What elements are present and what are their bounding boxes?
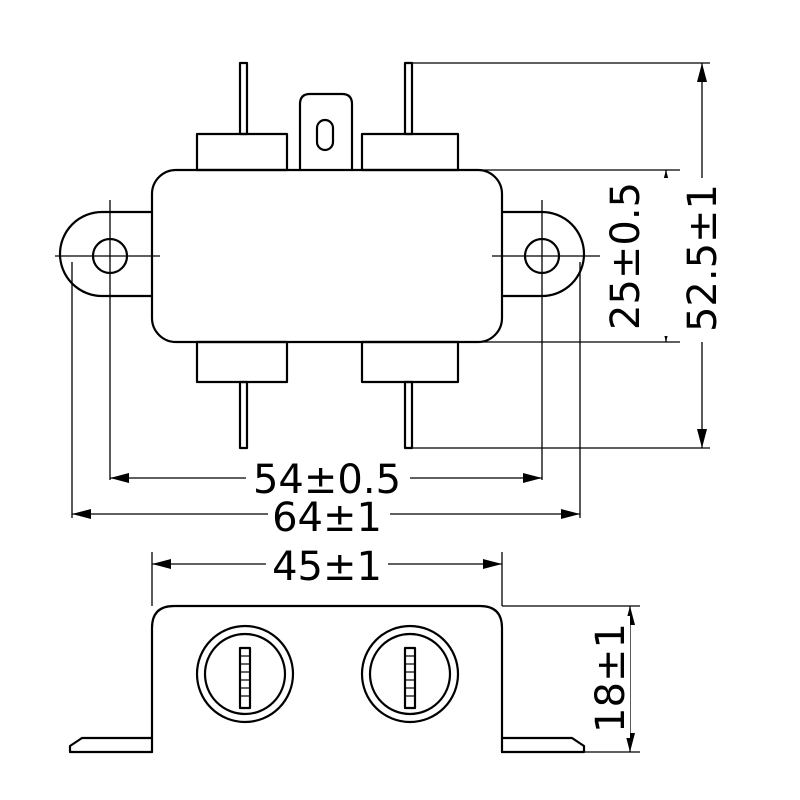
top-left-pin: [238, 61, 249, 136]
dim-hole-spacing: 54±0.5: [110, 456, 542, 503]
filter-body: [150, 168, 504, 344]
dim-base-width: 45±1: [152, 544, 502, 590]
right-fuse-holder: [360, 624, 460, 724]
label-height-total: 52.5±1: [680, 184, 726, 332]
top-left-terminal-housing: [195, 132, 289, 172]
side-housing: [150, 604, 504, 754]
bottom-left-pin: [238, 380, 249, 450]
dim-height-total: 52.5±1: [680, 63, 726, 448]
right-fuse-slot: [403, 646, 417, 710]
ground-terminal-slot: [315, 118, 335, 152]
left-fuse-holder: [195, 624, 295, 724]
bottom-left-terminal-housing: [195, 340, 289, 384]
dim-body-height: 25±0.5: [603, 170, 686, 342]
label-body-height: 25±0.5: [603, 182, 649, 330]
label-overall-width: 64±1: [272, 495, 382, 541]
top-right-terminal-housing: [360, 132, 460, 172]
left-fuse-slot: [238, 646, 252, 710]
top-right-pin: [403, 61, 414, 136]
right-mounting-flange: [500, 210, 586, 298]
side-view: [68, 552, 640, 754]
label-hole-spacing: 54±0.5: [253, 457, 401, 503]
hole-centerlines: [55, 200, 600, 480]
label-base-height: 18±1: [588, 623, 634, 733]
bottom-right-pin: [403, 380, 414, 450]
left-mounting-flange: [58, 210, 154, 298]
bottom-right-terminal-housing: [360, 340, 460, 384]
ground-terminal: [298, 92, 354, 172]
dim-base-height: 18±1: [588, 606, 635, 752]
dim-overall-width: 64±1: [72, 495, 580, 541]
label-base-width: 45±1: [272, 544, 382, 590]
base-plate: [68, 736, 586, 754]
top-view: [55, 61, 710, 518]
